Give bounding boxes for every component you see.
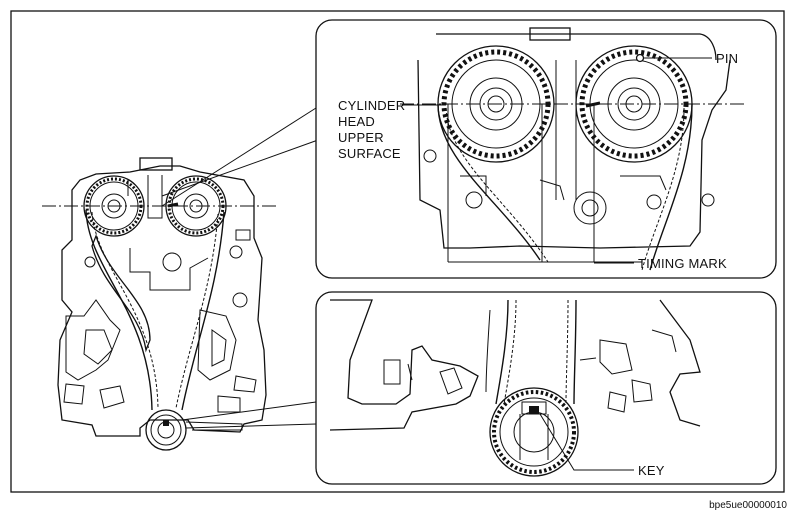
pin-text: PIN <box>716 51 738 66</box>
crank-detail-callout <box>315 291 777 485</box>
callout-line-lower-2 <box>185 423 317 429</box>
cylinder-head-line2: HEAD <box>338 114 375 129</box>
callout-line-upper-2 <box>161 139 319 197</box>
cylinder-head-label: CYLINDER HEAD UPPER SURFACE <box>338 98 446 161</box>
figure-reference: bpe5ue00000010 <box>709 500 787 511</box>
cam-detail-callout <box>315 19 777 279</box>
timing-mark-label: TIMING MARK <box>594 256 727 271</box>
cylinder-head-line4: SURFACE <box>338 146 401 161</box>
key-label: KEY <box>539 413 665 478</box>
outer-frame <box>10 10 785 493</box>
callout-line-upper-1 <box>161 107 317 207</box>
key-text: KEY <box>638 463 665 478</box>
cylinder-head-line1: CYLINDER <box>338 98 405 113</box>
pin-label: PIN <box>644 51 738 66</box>
callout-line-lower-1 <box>181 401 317 421</box>
timing-mark-text: TIMING MARK <box>638 256 727 271</box>
cylinder-head-line3: UPPER <box>338 130 384 145</box>
engine-overview <box>42 157 276 451</box>
